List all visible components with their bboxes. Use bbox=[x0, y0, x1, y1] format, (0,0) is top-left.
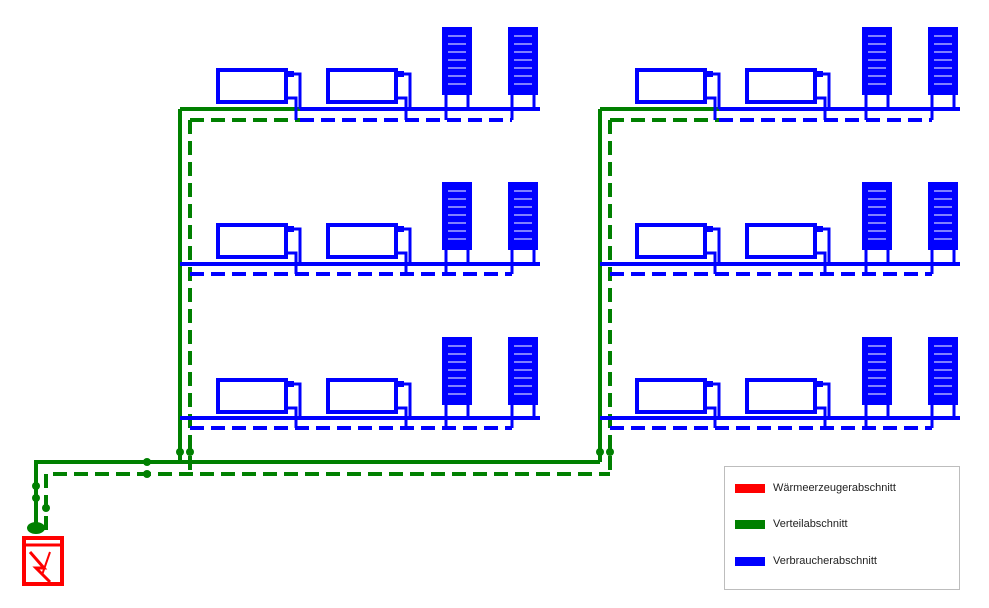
column-radiator-b1-f1-2 bbox=[508, 27, 538, 95]
legend-label-distribution: Verteilabschnitt bbox=[773, 518, 848, 530]
column-radiator-b2-f2-2 bbox=[928, 182, 958, 250]
main-supply-line bbox=[34, 460, 600, 530]
riser-return-valve-b2 bbox=[606, 448, 614, 456]
riser-valve-b2 bbox=[596, 448, 604, 456]
legend-swatch-red bbox=[735, 483, 765, 493]
panel-radiator-b1-f2-1 bbox=[216, 223, 288, 259]
panel-radiator-b1-f3-1-valve bbox=[286, 381, 294, 387]
column-radiator-b1-f1-1-supply-leg bbox=[466, 95, 474, 111]
panel-radiator-b2-f2-1-supply-drop bbox=[713, 227, 721, 264]
column-radiator-b2-f2-2-supply-leg bbox=[952, 250, 960, 266]
panel-radiator-b1-f3-1-return-drop bbox=[288, 406, 298, 428]
panel-radiator-b1-f3-1 bbox=[216, 378, 288, 414]
panel-radiator-b1-f3-1-supply-drop bbox=[294, 382, 302, 418]
panel-radiator-b2-f1-2-return-drop bbox=[817, 96, 827, 120]
panel-radiator-b2-f3-1-valve bbox=[705, 381, 713, 387]
panel-radiator-b2-f2-2-supply-drop bbox=[823, 227, 831, 264]
panel-radiator-b1-f2-2-supply-drop bbox=[404, 227, 412, 264]
column-radiator-b1-f2-2 bbox=[508, 182, 538, 250]
panel-radiator-b2-f3-2-return-drop bbox=[817, 406, 827, 428]
main-valve-1 bbox=[143, 458, 151, 466]
panel-radiator-b1-f2-1-return-drop bbox=[288, 251, 298, 274]
panel-radiator-b2-f3-1 bbox=[635, 378, 707, 414]
panel-radiator-b1-f1-2 bbox=[326, 68, 398, 104]
generator-valve-1 bbox=[32, 482, 40, 490]
panel-radiator-b1-f2-2-valve bbox=[396, 226, 404, 232]
panel-radiator-b2-f2-1-valve bbox=[705, 226, 713, 232]
panel-radiator-b2-f2-1-return-drop bbox=[707, 251, 717, 274]
heat-generator-flame-icon-2 bbox=[41, 551, 51, 576]
panel-radiator-b2-f2-2-valve bbox=[815, 226, 823, 232]
column-radiator-b2-f2-1-supply-leg bbox=[886, 250, 894, 266]
legend: Wärmeerzeugerabschnitt Verteilabschnitt … bbox=[724, 466, 960, 590]
legend-item-distribution: Verteilabschnitt bbox=[735, 517, 848, 531]
panel-radiator-b1-f1-2-valve bbox=[396, 71, 404, 77]
panel-radiator-b1-f3-2-return-drop bbox=[398, 406, 408, 428]
column-radiator-b1-f2-1-supply-leg bbox=[466, 250, 474, 266]
riser-valve-b1 bbox=[176, 448, 184, 456]
column-radiator-b1-f3-2 bbox=[508, 337, 538, 405]
column-radiator-b1-f3-2-supply-leg bbox=[532, 405, 540, 420]
panel-radiator-b2-f1-2 bbox=[745, 68, 817, 104]
pump-icon bbox=[27, 522, 45, 534]
panel-radiator-b2-f2-2 bbox=[745, 223, 817, 259]
legend-item-heat-generator: Wärmeerzeugerabschnitt bbox=[735, 481, 896, 495]
panel-radiator-b1-f2-1-supply-drop bbox=[294, 227, 302, 264]
panel-radiator-b2-f3-1-return-drop bbox=[707, 406, 717, 428]
panel-radiator-b2-f1-1 bbox=[635, 68, 707, 104]
panel-radiator-b2-f1-2-supply-drop bbox=[823, 72, 831, 109]
column-radiator-b2-f1-1-supply-leg bbox=[886, 95, 894, 111]
legend-label-heat-generator: Wärmeerzeugerabschnitt bbox=[773, 482, 896, 494]
legend-item-consumer: Verbraucherabschnitt bbox=[735, 554, 877, 568]
column-radiator-b2-f3-1-supply-leg bbox=[886, 405, 894, 420]
column-radiator-b1-f1-1 bbox=[442, 27, 472, 95]
panel-radiator-b2-f1-1-return-drop bbox=[707, 96, 717, 120]
main-valve-2 bbox=[143, 470, 151, 478]
column-radiator-b2-f2-1 bbox=[862, 182, 892, 250]
panel-radiator-b2-f3-2 bbox=[745, 378, 817, 414]
panel-radiator-b1-f2-2 bbox=[326, 223, 398, 259]
main-return-line bbox=[44, 472, 610, 530]
panel-radiator-b2-f3-2-valve bbox=[815, 381, 823, 387]
panel-radiator-b2-f2-2-return-drop bbox=[817, 251, 827, 274]
column-radiator-b1-f3-1-supply-leg bbox=[466, 405, 474, 420]
panel-radiator-b1-f1-2-supply-drop bbox=[404, 72, 412, 109]
column-radiator-b2-f3-2-supply-leg bbox=[952, 405, 960, 420]
column-radiator-b1-f1-2-supply-leg bbox=[532, 95, 540, 111]
riser-return-valve-b1 bbox=[186, 448, 194, 456]
generator-valve-2 bbox=[32, 494, 40, 502]
panel-radiator-b1-f1-1-supply-drop bbox=[294, 72, 302, 109]
panel-radiator-b1-f1-2-return-drop bbox=[398, 96, 408, 120]
generator-valve-3 bbox=[42, 504, 50, 512]
panel-radiator-b2-f2-1 bbox=[635, 223, 707, 259]
panel-radiator-b2-f3-2-supply-drop bbox=[823, 382, 831, 418]
panel-radiator-b2-f1-1-supply-drop bbox=[713, 72, 721, 109]
column-radiator-b2-f3-2 bbox=[928, 337, 958, 405]
panel-radiator-b2-f3-1-supply-drop bbox=[713, 382, 721, 418]
panel-radiator-b1-f1-1-valve bbox=[286, 71, 294, 77]
column-radiator-b2-f3-1 bbox=[862, 337, 892, 405]
panel-radiator-b2-f1-1-valve bbox=[705, 71, 713, 77]
panel-radiator-b2-f1-2-valve bbox=[815, 71, 823, 77]
legend-swatch-green bbox=[735, 519, 765, 529]
panel-radiator-b1-f1-1-return-drop bbox=[288, 96, 298, 120]
column-radiator-b1-f3-1 bbox=[442, 337, 472, 405]
column-radiator-b2-f1-2 bbox=[928, 27, 958, 95]
panel-radiator-b1-f2-1-valve bbox=[286, 226, 294, 232]
panel-radiator-b1-f1-1 bbox=[216, 68, 288, 104]
column-radiator-b2-f1-1 bbox=[862, 27, 892, 95]
legend-swatch-blue bbox=[735, 556, 765, 566]
column-radiator-b2-f1-2-supply-leg bbox=[952, 95, 960, 111]
panel-radiator-b1-f3-2-supply-drop bbox=[404, 382, 412, 418]
panel-radiator-b1-f3-2 bbox=[326, 378, 398, 414]
column-radiator-b1-f2-2-supply-leg bbox=[532, 250, 540, 266]
panel-radiator-b1-f3-2-valve bbox=[396, 381, 404, 387]
legend-label-consumer: Verbraucherabschnitt bbox=[773, 555, 877, 567]
panel-radiator-b1-f2-2-return-drop bbox=[398, 251, 408, 274]
column-radiator-b1-f2-1 bbox=[442, 182, 472, 250]
